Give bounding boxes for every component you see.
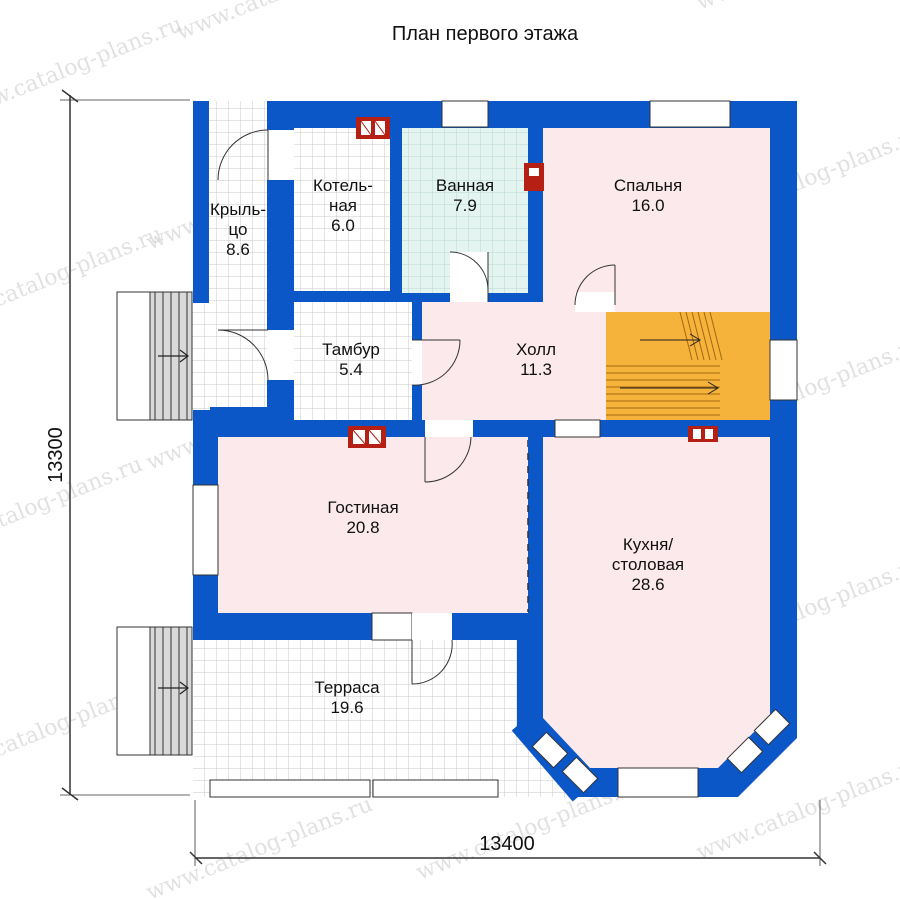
- room-label-line: 7.9: [453, 196, 477, 215]
- dimension-height: 13300: [45, 89, 190, 801]
- watermark-text: www.catalog-plans.ru: [0, 12, 186, 126]
- room-label-line: цо: [228, 220, 247, 239]
- chimney-kuhnya: [688, 426, 718, 442]
- watermark-text: www.catalog-plans.ru: [413, 0, 646, 6]
- room-label-line: Тамбур: [322, 340, 380, 359]
- room-label-line: Холл: [516, 340, 556, 359]
- room-kotelnaya: [294, 128, 390, 291]
- room-label-line: Крыль-: [210, 200, 266, 219]
- room-kryltso: [209, 101, 267, 407]
- room-label-line: Ванная: [436, 176, 494, 195]
- room-label-line: Терраса: [314, 678, 380, 697]
- chimneys: [348, 117, 718, 448]
- room-label-line: столовая: [612, 555, 684, 574]
- window-vannaya: [441, 100, 489, 128]
- dimension-width: 13400: [189, 800, 827, 866]
- watermark-text: www.catalog-plans.ru: [693, 0, 900, 16]
- room-label-line: 20.8: [346, 518, 379, 537]
- window-holl: [769, 339, 798, 401]
- room-label-line: Гостиная: [327, 498, 398, 517]
- chimney-gostinaya: [348, 426, 386, 448]
- room-label-line: Кухня/: [623, 535, 673, 554]
- window-terrasa: [371, 612, 413, 641]
- chimney-vannaya: [524, 163, 544, 191]
- room-spalnya: [543, 128, 770, 302]
- room-gostinaya: [218, 437, 528, 613]
- terrace-rail: [209, 779, 371, 798]
- room-label-line: Котель-: [313, 176, 373, 195]
- room-label-line: 5.4: [339, 360, 363, 379]
- watermark-text: www.catalog-plans.ru: [173, 0, 406, 46]
- room-label-line: 16.0: [631, 196, 664, 215]
- windows: [192, 100, 798, 798]
- room-label-line: 19.6: [330, 698, 363, 717]
- doors: [217, 129, 616, 685]
- room-label-line: 8.6: [226, 240, 250, 259]
- window-spalnya: [649, 100, 731, 128]
- room-label-line: 28.6: [631, 575, 664, 594]
- porch-band: [190, 290, 210, 410]
- room-label-line: ная: [329, 196, 357, 215]
- chimney-kotelnaya: [356, 117, 390, 139]
- room-label-line: 11.3: [520, 360, 552, 379]
- room-label-line: Спальня: [614, 176, 682, 195]
- window-kuhnya-bottom: [617, 767, 699, 798]
- watermark-text: www.catalog-plans.ru: [143, 792, 376, 900]
- terrace-stairs: [116, 626, 193, 756]
- staircase: [606, 311, 770, 420]
- room-tambur: [294, 302, 412, 420]
- wall-stub: [193, 285, 209, 303]
- plan-title: План первого этажа: [392, 23, 579, 45]
- porch-stairs: [116, 291, 193, 421]
- window-gostinaya: [192, 484, 219, 576]
- terrace-rail-2: [372, 779, 499, 798]
- watermark-text: www.catalog-plans.ru: [0, 452, 146, 566]
- room-label-line: 6.0: [331, 216, 355, 235]
- room-kuhnya: [528, 437, 770, 768]
- dimension-height-label: 13300: [45, 427, 67, 483]
- corner-windows: [531, 708, 791, 794]
- window-holl-kitchen: [554, 419, 601, 438]
- dimension-width-label: 13400: [479, 833, 535, 855]
- wall-stub-2: [528, 437, 543, 452]
